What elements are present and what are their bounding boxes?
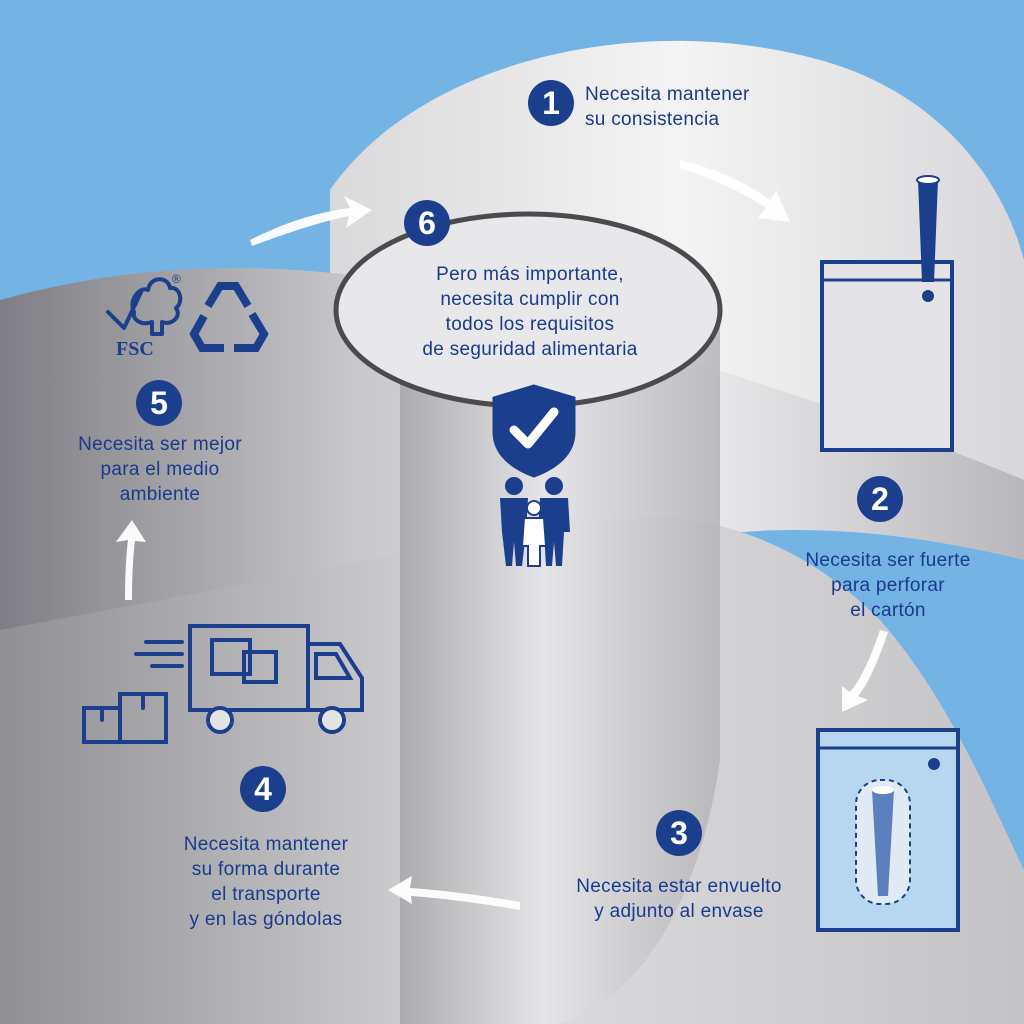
step-2-line-1: Necesita ser fuerte — [805, 550, 971, 571]
step-1-line-2: su consistencia — [585, 109, 720, 130]
step-6-text: Pero más importante, necesita cumplir co… — [388, 262, 672, 362]
step-4-line-2: su forma durante — [191, 859, 341, 880]
step-1-line-1: Necesita mantener — [585, 84, 750, 105]
step-5-line-3: ambiente — [119, 484, 201, 505]
shield-check-icon — [492, 384, 576, 567]
step-5-line-1: Necesita ser mejor — [78, 434, 242, 455]
step-2-line-3: el cartón — [850, 600, 926, 621]
step-6-line-1: Pero más importante, — [436, 264, 624, 285]
step-1-text: Necesita mantener su consistencia — [585, 82, 750, 132]
step-4-line-1: Necesita mantener — [183, 834, 349, 855]
step-5-line-2: para el medio — [100, 459, 220, 480]
step-2-text: Necesita ser fuerte para perforar el car… — [768, 548, 1008, 623]
step-6-line-3: todos los requisitos — [445, 314, 615, 335]
family-icon — [500, 477, 570, 567]
fsc-tree-logo — [106, 277, 269, 352]
step-4-number: 4 — [240, 766, 286, 812]
step-2-number: 2 — [857, 476, 903, 522]
flow-arrows — [116, 160, 888, 910]
step-4-text: Necesita mantener su forma durante el tr… — [146, 832, 386, 932]
step-3-line-1: Necesita estar envuelto — [576, 876, 782, 897]
step-3-line-2: y adjunto al envase — [594, 901, 764, 922]
step-5-text: Necesita ser mejor para el medio ambient… — [40, 432, 280, 507]
recycle-icon — [189, 282, 269, 352]
registered-mark: ® — [172, 272, 181, 286]
step-4-line-4: y en las góndolas — [189, 909, 343, 930]
step-5-number: 5 — [136, 380, 182, 426]
step-6-line-2: necesita cumplir con — [440, 289, 620, 310]
step-1-number: 1 — [528, 80, 574, 126]
step-6-line-4: de seguridad alimentaria — [422, 339, 638, 360]
step-3-number: 3 — [656, 810, 702, 856]
step-4-line-3: el transporte — [211, 884, 321, 905]
cup-with-straw-inside-icon — [816, 728, 960, 932]
delivery-truck-icon — [82, 624, 364, 744]
fsc-label: FSC — [116, 338, 154, 360]
step-6-number: 6 — [404, 200, 450, 246]
step-2-line-2: para perforar — [831, 575, 945, 596]
straw-cup-icon — [820, 175, 954, 452]
step-3-text: Necesita estar envuelto y adjunto al env… — [548, 874, 810, 924]
